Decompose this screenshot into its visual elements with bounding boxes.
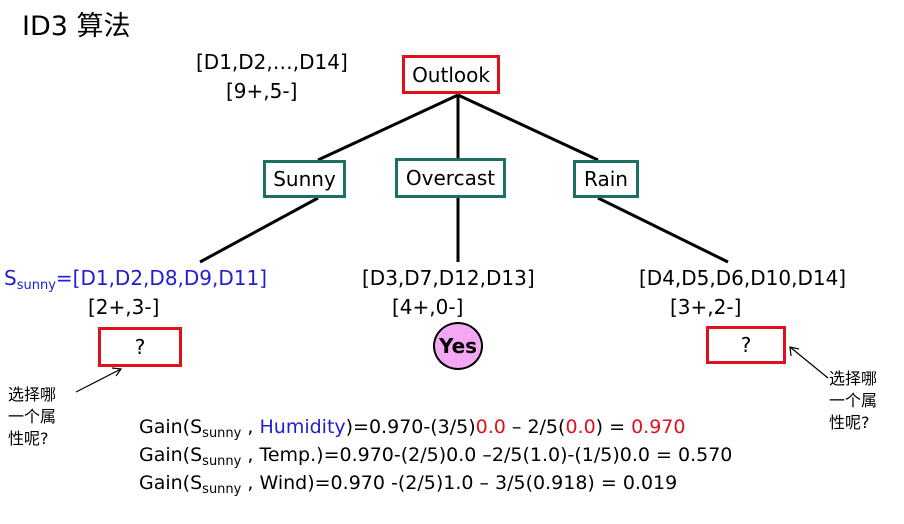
rain-counts: [3+,2-] (670, 295, 742, 319)
edge-root-rain (457, 93, 599, 162)
sunny-set-sub: sunny (16, 278, 56, 293)
gain-attr-humidity: Humidity (259, 416, 346, 438)
sunny-counts: [2+,3-] (88, 295, 160, 319)
edge-root-sunny (317, 93, 459, 162)
outlook-label: Outlook (412, 62, 490, 87)
gain-text: Gain(S (139, 444, 203, 466)
gain-value-red: 0.0 (475, 416, 506, 438)
sunny-set: Ssunny=[D1,D2,D8,D9,D11] (4, 266, 268, 293)
gain-sub: sunny (202, 482, 242, 497)
rain-label: Rain (584, 167, 628, 191)
gain-value-red: 0.0 (565, 416, 596, 438)
arrow-right-head (789, 346, 800, 357)
sunny-question-box: ? (98, 327, 182, 367)
left-note-line: 性呢? (8, 429, 49, 448)
gain-text: – 2/5( (505, 416, 566, 438)
overcast-counts: [4+,0-] (392, 295, 464, 319)
right-note-line: 一个属 (829, 391, 878, 410)
yes-leaf: Yes (433, 322, 483, 370)
root-counts: [9+,5-] (226, 79, 298, 103)
gain-result-red: 0.970 (631, 416, 686, 438)
left-note: 选择哪 一个属 性呢? (8, 384, 56, 450)
gain-humidity: Gain(Ssunny , Humidity)=0.970-(3/5)0.0 –… (139, 416, 686, 441)
sunny-question: ? (134, 335, 146, 359)
right-note-line: 选择哪 (829, 369, 878, 388)
sunny-set-list: =[D1,D2,D8,D9,D11] (55, 266, 268, 290)
arrow-left-shaft (75, 368, 122, 393)
sunny-branch: Sunny (263, 160, 346, 198)
arrow-right-shaft (789, 346, 829, 379)
rain-branch: Rain (573, 160, 639, 198)
gain-text: , (241, 416, 260, 438)
yes-label: Yes (438, 334, 478, 358)
rain-question: ? (740, 333, 752, 357)
gain-text: , Temp.)=0.970-(2/5)0.0 –2/5(1.0)-(1/5)0… (241, 444, 733, 466)
overcast-set: [D3,D7,D12,D13] (362, 266, 535, 290)
overcast-branch: Overcast (395, 158, 506, 198)
right-note-line: 性呢? (829, 413, 870, 432)
gain-text: )=0.970-(3/5) (345, 416, 476, 438)
gain-wind: Gain(Ssunny , Wind)=0.970 -(2/5)1.0 – 3/… (139, 472, 678, 497)
right-note: 选择哪 一个属 性呢? (829, 368, 877, 434)
gain-sub: sunny (202, 426, 242, 441)
left-note-line: 选择哪 (8, 385, 57, 404)
rain-question-box: ? (706, 326, 786, 364)
gain-text: , Wind)=0.970 -(2/5)1.0 – 3/5(0.918) = 0… (241, 472, 678, 494)
sunny-label: Sunny (273, 167, 336, 191)
arrow-left-head (111, 367, 123, 377)
page-title: ID3 算法 (22, 11, 131, 42)
gain-text: ) = (595, 416, 632, 438)
sunny-set-s: S (4, 266, 17, 290)
gain-sub: sunny (202, 454, 242, 469)
outlook-node: Outlook (402, 55, 500, 94)
overcast-label: Overcast (405, 166, 496, 190)
gain-text: Gain(S (139, 416, 203, 438)
gain-text: Gain(S (139, 472, 203, 494)
edge-rain-down (597, 196, 729, 264)
rain-set: [D4,D5,D6,D10,D14] (639, 266, 847, 290)
gain-temp: Gain(Ssunny , Temp.)=0.970-(2/5)0.0 –2/5… (139, 444, 733, 469)
left-note-line: 一个属 (8, 407, 57, 426)
edge-sunny-down (199, 196, 319, 264)
root-set: [D1,D2,…,D14] (196, 50, 348, 74)
